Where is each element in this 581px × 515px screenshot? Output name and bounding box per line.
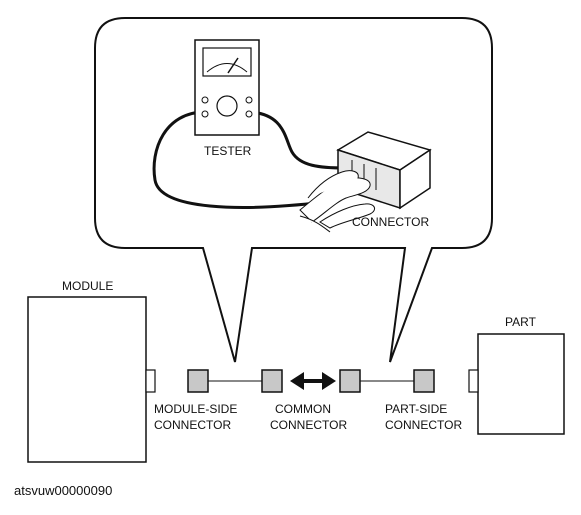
common-label-line2: CONNECTOR — [270, 418, 347, 432]
tester-icon — [194, 39, 260, 136]
part-box — [477, 333, 565, 435]
tester-lead-left — [152, 110, 326, 209]
part-port — [468, 369, 479, 393]
hands-icon — [299, 170, 376, 233]
module-box — [27, 296, 147, 463]
module-side-label-line2: CONNECTOR — [154, 418, 231, 432]
common-connector-right — [339, 369, 361, 393]
connector-label: CONNECTOR — [352, 215, 429, 229]
module-port — [145, 369, 156, 393]
tester-lead-right — [245, 110, 346, 170]
tester-label: TESTER — [204, 144, 252, 158]
double-arrow-icon — [290, 372, 336, 390]
callout-bubble — [94, 17, 493, 363]
common-connector-left — [261, 369, 283, 393]
part-label: PART — [505, 315, 537, 329]
part-side-connector — [413, 369, 435, 393]
figure-id-caption: atsvuw00000090 — [14, 483, 113, 498]
part-side-label-line1: PART-SIDE — [385, 402, 447, 416]
module-label: MODULE — [62, 279, 113, 293]
module-side-connector — [187, 369, 209, 393]
module-side-label-line1: MODULE-SIDE — [154, 402, 237, 416]
common-label-line1: COMMON — [275, 402, 331, 416]
part-side-label-line2: CONNECTOR — [385, 418, 462, 432]
